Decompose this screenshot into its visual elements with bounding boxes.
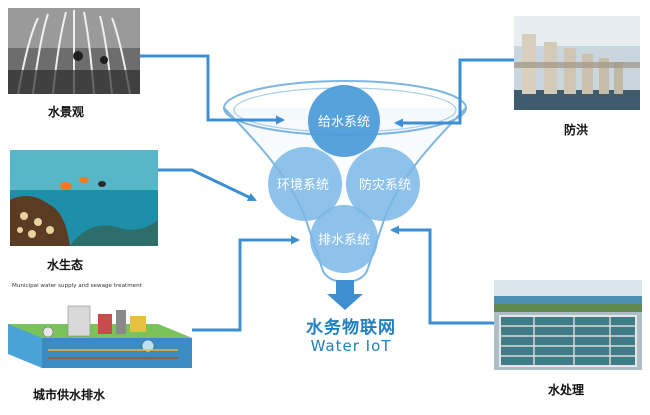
arrow-landscape: [140, 54, 285, 125]
environment-circle: [268, 147, 342, 221]
down-arrow-icon: [327, 280, 363, 310]
disaster-prevention-circle: [346, 147, 420, 221]
title-cn: 水务物联网: [306, 318, 396, 338]
treatment-plant-photo: [494, 280, 642, 370]
water-supply-diagram: Municipal water supply and sewage treatm…: [8, 280, 192, 376]
flood-caption: 防洪: [564, 123, 589, 137]
title-en: Water IoT: [310, 337, 392, 355]
fountain-photo: [8, 8, 140, 94]
treatment-caption: 水处理: [548, 383, 585, 397]
flood-gate-photo: [514, 16, 640, 110]
arrow-urban-water: [190, 235, 300, 332]
ecology-caption: 水生态: [47, 258, 84, 272]
disaster-prevention-label: 防灾系统: [359, 177, 411, 193]
urban-water-caption: 城市供水排水: [33, 388, 106, 402]
environment-label: 环境系统: [277, 178, 329, 193]
arrow-flood: [394, 58, 514, 128]
water-supply-circle: [308, 85, 380, 157]
drainage-circle: [310, 205, 378, 273]
arrow-ecology: [158, 168, 257, 202]
arrow-treatment: [390, 225, 494, 325]
water-supply-inset-text: Municipal water supply and sewage treatm…: [12, 283, 142, 289]
water-supply-label: 给水系统: [318, 115, 370, 130]
drainage-label: 排水系统: [318, 233, 370, 248]
coral-reef-photo: [10, 150, 158, 246]
landscape-caption: 水景观: [48, 105, 85, 119]
